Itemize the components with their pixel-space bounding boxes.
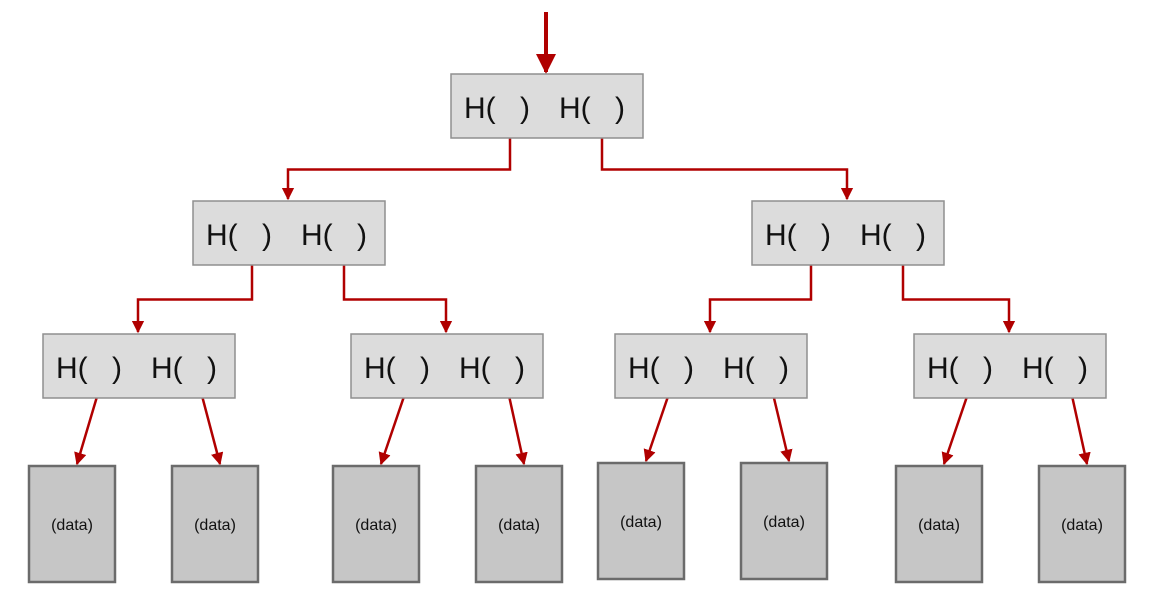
hash-node-box: [913, 333, 1107, 399]
hash-close-paren: ): [916, 219, 926, 252]
hash-function-label: H(: [723, 352, 755, 385]
node-pointer-arrow: [342, 244, 453, 334]
hash-node: H() H(): [350, 333, 544, 399]
data-block-label: (data): [620, 514, 662, 531]
node-pointer-arrow: [131, 244, 254, 334]
data-block: (data): [27, 464, 117, 584]
hash-close-paren: ): [420, 352, 430, 385]
hash-close-paren: ): [821, 219, 831, 252]
hash-close-paren: ): [112, 352, 122, 385]
hash-function-label: H(: [1022, 352, 1054, 385]
data-block-box: [596, 461, 686, 581]
hash-function-label: H(: [364, 352, 396, 385]
data-block-label: (data): [1061, 517, 1103, 534]
node-pointer-arrow: [901, 244, 1016, 334]
data-block-box: [739, 461, 829, 581]
hash-close-paren: ): [515, 352, 525, 385]
data-block-box: [331, 464, 421, 584]
hash-function-label: H(: [151, 352, 183, 385]
hash-function-label: H(: [860, 219, 892, 252]
hash-close-paren: ): [684, 352, 694, 385]
hash-node: H() H(): [42, 333, 236, 399]
hash-node: H() H(): [614, 333, 808, 399]
hash-function-label: H(: [56, 352, 88, 385]
hash-close-paren: ): [983, 352, 993, 385]
data-block-box: [474, 464, 564, 584]
data-block: (data): [894, 464, 984, 584]
hash-close-paren: ): [1078, 352, 1088, 385]
hash-close-paren: ): [779, 352, 789, 385]
hash-function-label: H(: [301, 219, 333, 252]
hash-close-paren: ): [520, 92, 530, 125]
hash-close-paren: ): [615, 92, 625, 125]
hash-node-box: [192, 200, 386, 266]
node-pointer-arrow: [281, 117, 512, 201]
hash-function-label: H(: [765, 219, 797, 252]
data-block-label: (data): [763, 514, 805, 531]
hash-node: H() H(): [913, 333, 1107, 399]
hash-close-paren: ): [207, 352, 217, 385]
data-block: (data): [739, 461, 829, 581]
data-blocks: (data) (data) (data) (data) (data) (data) (dat…: [27, 461, 1127, 584]
hash-close-paren: ): [262, 219, 272, 252]
data-block: (data): [1037, 464, 1127, 584]
hash-node-box: [614, 333, 808, 399]
data-block: (data): [474, 464, 564, 584]
data-block-box: [1037, 464, 1127, 584]
hash-node: H() H(): [192, 200, 386, 266]
data-block-box: [894, 464, 984, 584]
hash-close-paren: ): [357, 219, 367, 252]
data-block: (data): [170, 464, 260, 584]
data-block-label: (data): [498, 517, 540, 534]
hash-function-label: H(: [628, 352, 660, 385]
data-block-box: [27, 464, 117, 584]
node-pointer-arrow: [703, 244, 813, 334]
data-block-label: (data): [918, 517, 960, 534]
hash-function-label: H(: [927, 352, 959, 385]
data-block-label: (data): [355, 517, 397, 534]
data-block-label: (data): [194, 517, 236, 534]
hash-function-label: H(: [459, 352, 491, 385]
data-block-label: (data): [51, 517, 93, 534]
data-block-box: [170, 464, 260, 584]
node-pointer-arrow: [600, 117, 854, 201]
hash-node-box: [450, 73, 644, 139]
hash-node-box: [42, 333, 236, 399]
hash-node: H() H(): [751, 200, 945, 266]
hash-function-label: H(: [559, 92, 591, 125]
hash-function-label: H(: [464, 92, 496, 125]
data-block: (data): [331, 464, 421, 584]
hash-function-label: H(: [206, 219, 238, 252]
hash-node-box: [751, 200, 945, 266]
hash-node-box: [350, 333, 544, 399]
tree-nodes: H()H()H()H()H()H()H()H()H()H()H()H()H()H…: [42, 73, 1107, 399]
root-hash-node: H() H(): [450, 73, 644, 139]
data-block: (data): [596, 461, 686, 581]
